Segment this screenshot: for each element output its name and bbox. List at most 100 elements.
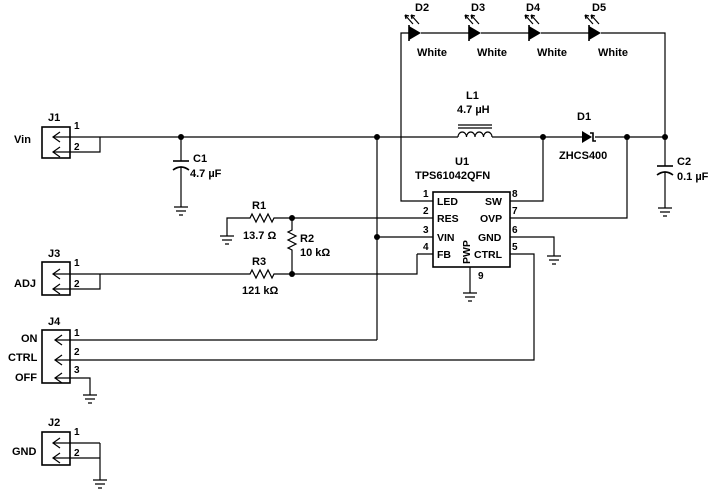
d5-ref: D5 <box>592 2 606 14</box>
j4-pin3-num: 3 <box>74 365 80 376</box>
inductor-l1: L1 4.7 µH <box>457 90 493 138</box>
j1-ref: J1 <box>48 112 60 124</box>
led-d2: D2 White <box>404 2 447 59</box>
u1-ref: U1 <box>455 156 469 168</box>
d4-light-arrow <box>524 14 534 25</box>
u1-pin2-name: RES <box>437 213 459 225</box>
d1-ref: D1 <box>577 111 591 123</box>
led-d5: D5 White <box>584 2 628 59</box>
j1-pin2-num: 2 <box>74 142 80 153</box>
j4-pin1-num: 1 <box>74 328 80 339</box>
d1-anode-triangle <box>582 131 592 143</box>
j2-ground-icon <box>93 479 107 489</box>
d3-triangle <box>469 26 481 40</box>
r3-value: 121 kΩ <box>242 285 279 297</box>
led-d3: D3 White <box>464 2 507 59</box>
d4-color: White <box>537 47 567 59</box>
d2-light-arrow-2 <box>410 14 420 25</box>
j3-pin1-num: 1 <box>74 258 80 269</box>
connector-j1: J1 Vin 1 2 <box>14 112 101 159</box>
diode-d1: D1 ZHCS400 <box>559 111 607 162</box>
r1-zigzag <box>226 212 292 236</box>
j2-pin-wires <box>53 442 101 480</box>
u1-pin1-name: LED <box>437 196 458 208</box>
d5-color: White <box>598 47 628 59</box>
r2-zigzag <box>286 218 298 274</box>
u1-pad-num: 9 <box>478 271 484 282</box>
u1-pin6-name: GND <box>478 232 502 244</box>
connector-j2: J2 GND 1 2 <box>12 417 107 489</box>
j1-pin1-num: 1 <box>74 121 80 132</box>
ovp-to-pin7-wire <box>510 137 628 219</box>
d4-triangle <box>529 26 541 40</box>
pin6-ground-icon <box>547 255 561 265</box>
j4-ref: J4 <box>48 316 61 328</box>
c1-ref: C1 <box>193 153 207 165</box>
u1-pin5-num: 5 <box>512 242 518 253</box>
d2-color: White <box>417 47 447 59</box>
u1-pin7-name: OVP <box>480 213 502 225</box>
c2-value: 0.1 µF <box>677 171 709 183</box>
j4-pin2-num: 2 <box>74 347 80 358</box>
d5-light-arrow-2 <box>590 14 600 25</box>
d1-cathode-bar <box>590 132 596 142</box>
d2-light-arrow <box>404 14 414 25</box>
r2-value: 10 kΩ <box>300 247 330 259</box>
j3-pin-wires <box>53 273 101 290</box>
u1-left-pin-stubs <box>417 217 433 255</box>
j2-body <box>41 431 71 466</box>
j4-label-on: ON <box>21 333 38 345</box>
l1-value: 4.7 µH <box>457 104 490 116</box>
d4-ref: D4 <box>526 2 541 14</box>
r1-value: 13.7 Ω <box>243 230 276 242</box>
u1-pin1-num: 1 <box>423 189 429 200</box>
r3-ref: R3 <box>252 256 266 268</box>
resistor-r3: R3 121 kΩ <box>100 256 292 297</box>
j4-pin2-arrow <box>53 354 63 366</box>
j1-net-label: Vin <box>14 134 31 146</box>
resistor-r2: R2 10 kΩ <box>286 218 330 274</box>
u1-pin7-num: 7 <box>512 206 518 217</box>
r2-ref: R2 <box>300 233 314 245</box>
j1-body <box>41 126 71 159</box>
led-d4: D4 White <box>524 2 567 59</box>
l1-coil <box>457 131 493 138</box>
u1-pin3-name: VIN <box>437 232 455 244</box>
c1-value: 4.7 µF <box>190 168 222 180</box>
j2-pin2-num: 2 <box>74 448 80 459</box>
sw-to-pin8-wire <box>510 137 544 202</box>
j4-label-ctrl: CTRL <box>8 352 38 364</box>
d1-part: ZHCS400 <box>559 150 607 162</box>
j3-body <box>41 261 71 296</box>
u1-body <box>432 191 511 268</box>
junction-vin-pin3 <box>374 234 380 240</box>
c2-ref: C2 <box>677 156 691 168</box>
d5-light-arrow <box>584 14 594 25</box>
u1-pin8-name: SW <box>485 196 502 208</box>
d5-triangle <box>589 26 601 40</box>
u1-pad-name: PWP <box>461 240 473 264</box>
u1-pin2-num: 2 <box>423 206 429 217</box>
l1-ref: L1 <box>466 90 479 102</box>
fb-to-pin4-wire <box>292 254 418 275</box>
j2-ref: J2 <box>48 417 60 429</box>
u1-pin8-num: 8 <box>512 189 518 200</box>
resistor-r1: R1 13.7 Ω <box>220 200 292 245</box>
j4-off-wire <box>55 377 91 395</box>
ic-u1: U1 TPS61042QFN 1 LED 2 RES 3 VIN 4 FB 8 … <box>415 156 518 302</box>
connector-j4: J4 ON CTRL OFF 1 2 3 <box>8 316 377 404</box>
j3-ref: J3 <box>48 248 60 260</box>
capacitor-c2: C2 0.1 µF <box>656 137 709 217</box>
ctrl-wire <box>55 253 535 361</box>
j4-body <box>41 329 71 384</box>
r1-ref: R1 <box>252 200 266 212</box>
j1-pin-wires <box>53 136 101 153</box>
j3-net-label: ADJ <box>14 278 36 290</box>
d2-ref: D2 <box>415 2 429 14</box>
pin6-ground-wire <box>510 236 555 256</box>
d3-ref: D3 <box>471 2 485 14</box>
r3-zigzag <box>100 268 292 280</box>
u1-pin6-num: 6 <box>512 225 518 236</box>
u1-part: TPS61042QFN <box>415 170 490 182</box>
j2-net-label: GND <box>12 446 37 458</box>
